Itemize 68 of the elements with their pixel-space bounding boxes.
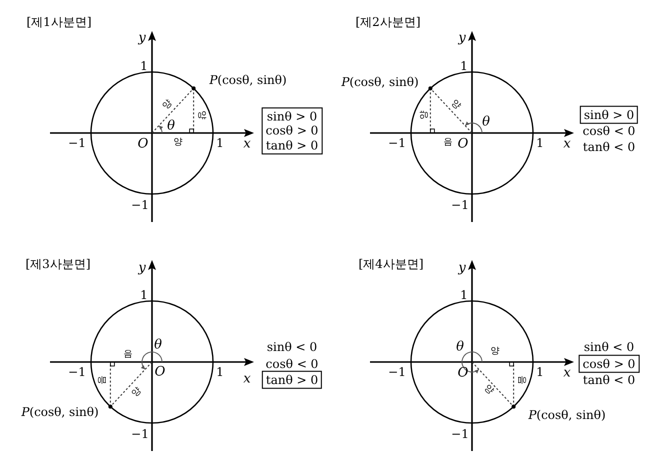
math-symbol: O (138, 138, 148, 150)
axis-number: 1 (216, 366, 224, 378)
axis-number: −1 (451, 199, 469, 211)
panel-title: [제3사분면] (26, 258, 90, 270)
sign-label: 음 (124, 350, 132, 360)
math-symbol: θ (456, 340, 464, 354)
math-expression: P(cosθ, sinθ) (209, 74, 287, 86)
math-symbol: y (138, 262, 146, 274)
inequality-text: sinθ > 0 (584, 108, 634, 122)
panel-title: [제4사분면] (358, 258, 424, 270)
axis-number: −1 (131, 199, 149, 211)
inequality-text: tanθ > 0 (266, 138, 318, 153)
inequality-text: cosθ > 0 (266, 124, 318, 138)
sign-label: 양 (420, 110, 430, 120)
axis-number: −1 (68, 366, 86, 378)
axis-number: 1 (140, 289, 148, 301)
math-expression: P(cosθ, sinθ) (528, 409, 606, 421)
math-symbol: x (563, 366, 571, 380)
math-expression: sinθ < 0 (584, 341, 634, 353)
sign-label: 양 (196, 110, 206, 120)
math-symbol: θ (482, 116, 490, 128)
sign-label: 양 (448, 98, 462, 112)
math-symbol: y (138, 32, 146, 44)
inequality-text: tanθ > 0 (266, 372, 318, 388)
axis-number: 1 (536, 137, 544, 149)
sign-label: 양 (490, 348, 500, 356)
math-expression: sinθ < 0 (266, 341, 318, 353)
panel-title: [제1사분면] (26, 16, 92, 28)
axis-number: 1 (460, 60, 468, 72)
inequality-text: sinθ > 0 (266, 109, 318, 124)
sign-box (580, 106, 638, 124)
math-expression: P(cosθ, sinθ) (21, 406, 99, 418)
axis-number: 1 (536, 366, 544, 378)
math-symbol: y (458, 262, 466, 274)
math-symbol: x (563, 138, 571, 150)
math-symbol: O (458, 138, 468, 150)
axis-number: −1 (68, 137, 86, 149)
sign-box (578, 354, 640, 374)
math-symbol: x (243, 372, 251, 386)
axis-number: −1 (451, 428, 469, 440)
axis-number: 1 (140, 60, 148, 72)
math-expression: cosθ < 0 (582, 125, 636, 137)
sign-label: 음 (98, 376, 108, 384)
sign-label: 음 (516, 376, 526, 384)
math-symbol: θ (167, 120, 175, 132)
axis-number: 1 (216, 137, 224, 149)
axis-number: −1 (388, 137, 406, 149)
math-symbol: x (243, 138, 251, 150)
panel-title: [제2사분면] (356, 16, 420, 28)
math-symbol: O (154, 366, 166, 378)
inequality-text: cosθ > 0 (582, 356, 636, 372)
sign-box (262, 107, 322, 155)
math-expression: tanθ < 0 (582, 141, 636, 153)
axis-number: −1 (388, 366, 406, 378)
sign-label: 양 (174, 138, 182, 148)
math-symbol: y (458, 32, 466, 44)
math-expression: P(cosθ, sinθ) (341, 76, 419, 88)
math-symbol: O (458, 366, 468, 380)
math-symbol: θ (154, 338, 162, 352)
axis-number: 1 (460, 289, 468, 301)
sign-label: 양 (162, 98, 174, 112)
sign-label: 음 (444, 138, 452, 148)
math-expression: tanθ < 0 (582, 374, 636, 386)
sign-label: 양 (482, 384, 494, 396)
sign-box (262, 370, 322, 390)
sign-label: 양 (130, 386, 144, 400)
math-expression: cosθ < 0 (266, 358, 318, 370)
axis-number: −1 (131, 428, 149, 440)
